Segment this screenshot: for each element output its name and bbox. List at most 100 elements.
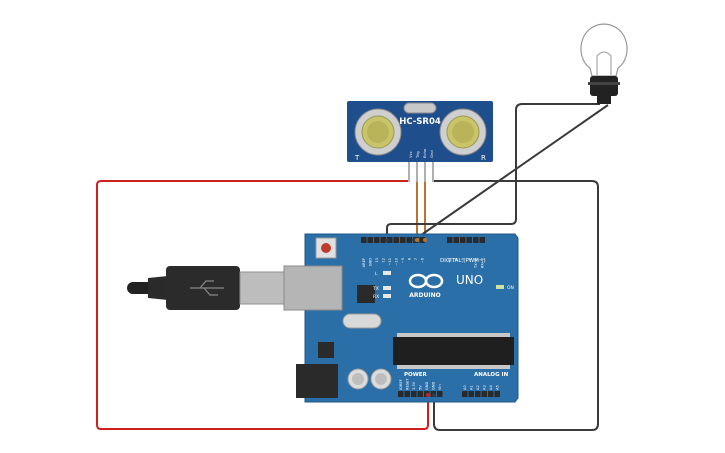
sensor-pin-label: Gnd <box>429 150 434 158</box>
led-l-label: L <box>375 271 378 277</box>
sensor-pin[interactable] <box>424 162 426 182</box>
capacitor-top <box>352 373 364 385</box>
pin-label: ~6 <box>421 257 425 263</box>
led-tx <box>383 286 391 290</box>
pin-label: ~5 <box>448 258 452 263</box>
sensor-pin[interactable] <box>416 162 418 182</box>
pin-label: AREF <box>362 258 366 267</box>
wire-lamp-pin[interactable] <box>386 103 600 240</box>
status-leds: L TX RX <box>372 271 391 300</box>
atmega-microcontroller <box>393 337 514 365</box>
header-socket[interactable] <box>462 391 468 397</box>
crystal-oscillator <box>342 313 382 329</box>
sensor-pin-label: Vcc <box>408 151 413 158</box>
analog-header-label: ANALOG IN <box>474 372 509 378</box>
arduino-uno-board[interactable]: ARDUINO UNO DIGITAL (PWM~) ANALOG IN POW… <box>283 233 519 403</box>
pin-label: 7 <box>414 258 418 260</box>
header-socket[interactable] <box>494 391 501 397</box>
pin-label: Vin <box>438 384 442 390</box>
wire-5v-power[interactable] <box>96 180 429 430</box>
sensor-left-mark: T <box>354 154 360 162</box>
pin-label: ~11 <box>388 258 392 266</box>
digital-header-label: DIGITAL (PWM~) <box>440 258 486 264</box>
header-socket[interactable] <box>406 237 413 243</box>
pin-label: A0 <box>463 385 467 390</box>
dc-power-jack[interactable] <box>296 364 338 398</box>
usb-jack[interactable] <box>283 265 343 311</box>
pin-label: 12 <box>382 258 386 263</box>
wire-endpoint <box>385 238 389 242</box>
header-socket[interactable] <box>398 391 404 397</box>
wire-lamp-ground[interactable] <box>413 104 609 241</box>
header-socket[interactable] <box>481 391 488 397</box>
light-bulb[interactable] <box>580 23 628 104</box>
header-socket[interactable] <box>419 237 426 243</box>
header-socket[interactable] <box>447 237 453 243</box>
mcu-legs-bottom <box>397 365 510 369</box>
pin-label: ~9 <box>401 257 405 263</box>
led-rx <box>383 294 391 298</box>
header-socket[interactable] <box>473 237 479 243</box>
power-header-label: POWER <box>404 372 428 378</box>
ultrasonic-sensor[interactable]: HC-SR04 T R Vcc Trig Echo Gnd <box>347 101 493 182</box>
header-socket[interactable] <box>417 391 424 397</box>
wires <box>96 103 609 431</box>
pin-label: A1 <box>470 385 474 390</box>
model-label: UNO <box>456 273 483 287</box>
pin-label: 5V <box>419 385 423 390</box>
wire-endpoint <box>415 238 419 242</box>
receiver-core <box>452 121 474 143</box>
header-socket[interactable] <box>393 237 400 243</box>
wire-endpoint <box>423 238 427 242</box>
sensor-right-mark: R <box>481 154 486 162</box>
bulb-base <box>590 76 618 96</box>
pin-label: RX←0 <box>481 257 485 268</box>
led-l <box>383 271 391 275</box>
header-socket[interactable] <box>466 237 473 243</box>
brand-label: ARDUINO <box>409 292 440 299</box>
header-socket[interactable] <box>380 237 387 243</box>
usb-symbol-icon <box>190 280 224 296</box>
sensor-pin[interactable] <box>408 162 410 182</box>
led-tx-label: TX <box>372 286 379 292</box>
pin-label: GND <box>369 258 373 266</box>
usb-strain-relief <box>148 276 168 300</box>
header-socket[interactable] <box>387 237 393 243</box>
header-socket[interactable] <box>488 391 494 397</box>
header-socket[interactable] <box>460 237 466 243</box>
wire-endpoint <box>426 393 430 397</box>
pin-label: A4 <box>489 385 493 390</box>
pin-label: A2 <box>476 385 480 390</box>
sensor-crystal <box>403 102 437 114</box>
voltage-regulator <box>318 342 334 358</box>
header-socket[interactable] <box>400 237 406 243</box>
sensor-pin-labels: Vcc Trig Echo Gnd <box>408 148 434 159</box>
wire-ground[interactable] <box>433 180 599 431</box>
header-socket[interactable] <box>437 391 443 397</box>
header-socket[interactable] <box>404 391 411 397</box>
sensor-pin-label: Trig <box>415 151 420 159</box>
sensor-model-label: HC-SR04 <box>399 117 441 127</box>
header-socket[interactable] <box>479 237 486 243</box>
header-socket[interactable] <box>475 391 481 397</box>
header-socket[interactable] <box>453 237 460 243</box>
header-socket[interactable] <box>374 237 380 243</box>
sensor-pins <box>408 162 434 182</box>
header-socket[interactable] <box>361 237 367 243</box>
header-socket[interactable] <box>468 391 475 397</box>
wire-endpoint <box>432 393 436 397</box>
on-led-label: ON <box>507 285 514 291</box>
pin-label: ~3 <box>461 258 465 263</box>
bulb-tip <box>597 96 611 104</box>
pin-label: RESET <box>406 378 410 390</box>
bulb-filament <box>596 51 612 75</box>
bulb-base-ring <box>588 82 620 85</box>
header-socket[interactable] <box>367 237 374 243</box>
pin-label: 2 <box>468 258 472 260</box>
sensor-pin[interactable] <box>432 162 434 182</box>
header-socket[interactable] <box>411 391 417 397</box>
pin-label: A5 <box>496 385 500 390</box>
usb-cable[interactable] <box>127 266 289 310</box>
